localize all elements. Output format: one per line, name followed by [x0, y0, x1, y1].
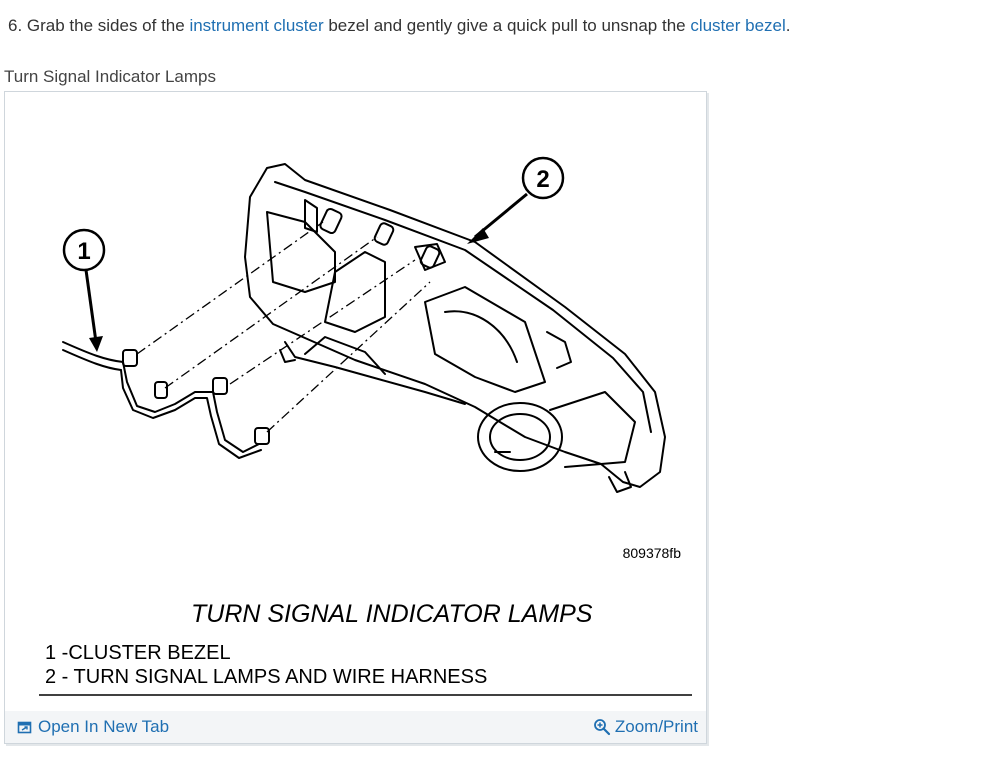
figure-code: 809378fb [623, 545, 682, 561]
instruction-text-middle: bezel and gently give a quick pull to un… [323, 16, 691, 35]
instruction-step: 6. Grab the sides of the instrument clus… [8, 16, 791, 36]
callout-2-label: 2 [536, 166, 549, 193]
zoom-magnifier-icon [593, 719, 610, 736]
zoom-print-label: Zoom/Print [614, 717, 698, 736]
legend-item-2: 2 - TURN SIGNAL LAMPS AND WIRE HARNESS [45, 666, 487, 688]
figure-container: 1 2 809378fb TURN SIGNAL INDICATOR LAMPS… [4, 91, 707, 744]
legend-item-1: 1 -CLUSTER BEZEL [45, 642, 231, 664]
instruction-text-prefix: 6. Grab the sides of the [8, 16, 190, 35]
figure-footer: Open In New Tab Zoom/Print [5, 711, 706, 743]
instruction-text-suffix: . [785, 16, 791, 35]
open-new-tab-icon [17, 721, 32, 733]
callout-1-arrow [84, 269, 98, 343]
bezel-outline [244, 163, 666, 488]
figure-title: TURN SIGNAL INDICATOR LAMPS [191, 600, 593, 628]
callout-2-circle [521, 156, 565, 200]
open-in-new-tab-label: Open In New Tab [38, 717, 170, 736]
open-in-new-tab-button[interactable]: Open In New Tab [17, 717, 169, 737]
callout-1-label: 1 [77, 238, 90, 265]
instrument-cluster-link[interactable]: instrument cluster [189, 16, 324, 35]
bezel-diagram: 1 2 809378fb TURN SIGNAL INDICATOR LAMPS… [39, 156, 692, 696]
zoom-print-button[interactable]: Zoom/Print [593, 717, 698, 737]
figure-caption: Turn Signal Indicator Lamps [4, 67, 216, 86]
callout-1-circle [62, 228, 106, 272]
cluster-bezel-link[interactable]: cluster bezel [690, 16, 786, 35]
